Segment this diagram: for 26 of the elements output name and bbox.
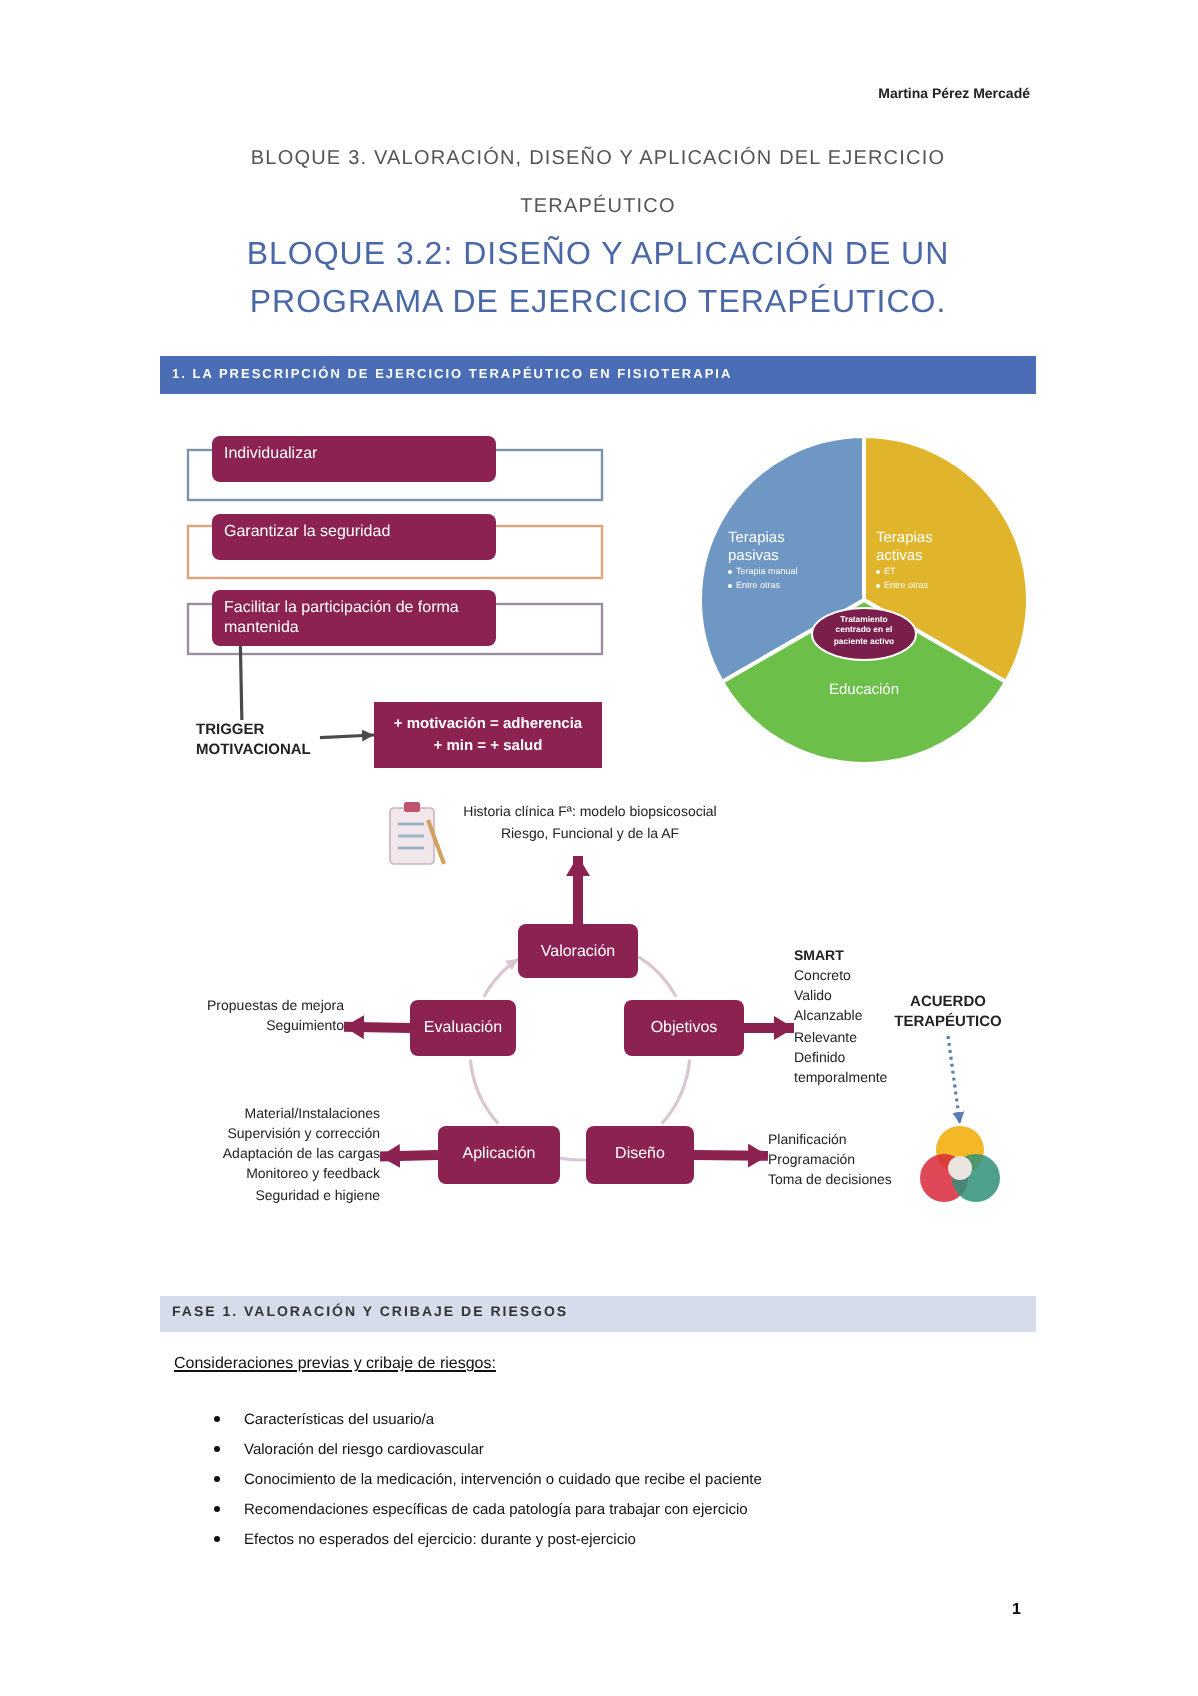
connector-line <box>468 1059 500 1125</box>
page-title: BLOQUE 3.2: DISEÑO Y APLICACIÓN DE UN PROGRAMA DE EJERCICIO TERAPÉUTICO. <box>244 234 952 324</box>
step-box: Garantizar la seguridad <box>212 514 496 560</box>
connector-line <box>558 1156 586 1162</box>
block-arrow <box>379 1143 439 1168</box>
block-arrow <box>744 1015 794 1040</box>
step-box: Diseño <box>586 1126 694 1184</box>
arrow <box>946 1035 965 1125</box>
step-box: Valoración <box>518 924 638 978</box>
connector-line <box>660 1059 692 1125</box>
page-number: 1 <box>1012 1600 1021 1618</box>
block-arrow <box>566 856 590 924</box>
arrow <box>482 957 520 998</box>
block-arrow <box>343 1015 411 1040</box>
connector-line <box>637 955 678 998</box>
connector-line <box>238 645 244 721</box>
step-box: Facilitar la participación de forma mantenida <box>212 590 496 646</box>
subheading: Consideraciones previas y cribaje de riesgos: <box>174 1354 496 1372</box>
highlight-box <box>374 702 602 768</box>
step-box: Objetivos <box>624 1000 744 1056</box>
step-box: Evaluación <box>410 1000 516 1056</box>
arrow <box>319 729 375 742</box>
step-box: Individualizar <box>212 436 496 482</box>
step-box: Aplicación <box>438 1126 560 1184</box>
block-heading: BLOQUE 3. VALORACIÓN, DISEÑO Y APLICACIÓN DEL EJERCICIO TERAPÉUTICO <box>248 144 948 222</box>
block-arrow <box>693 1143 769 1168</box>
